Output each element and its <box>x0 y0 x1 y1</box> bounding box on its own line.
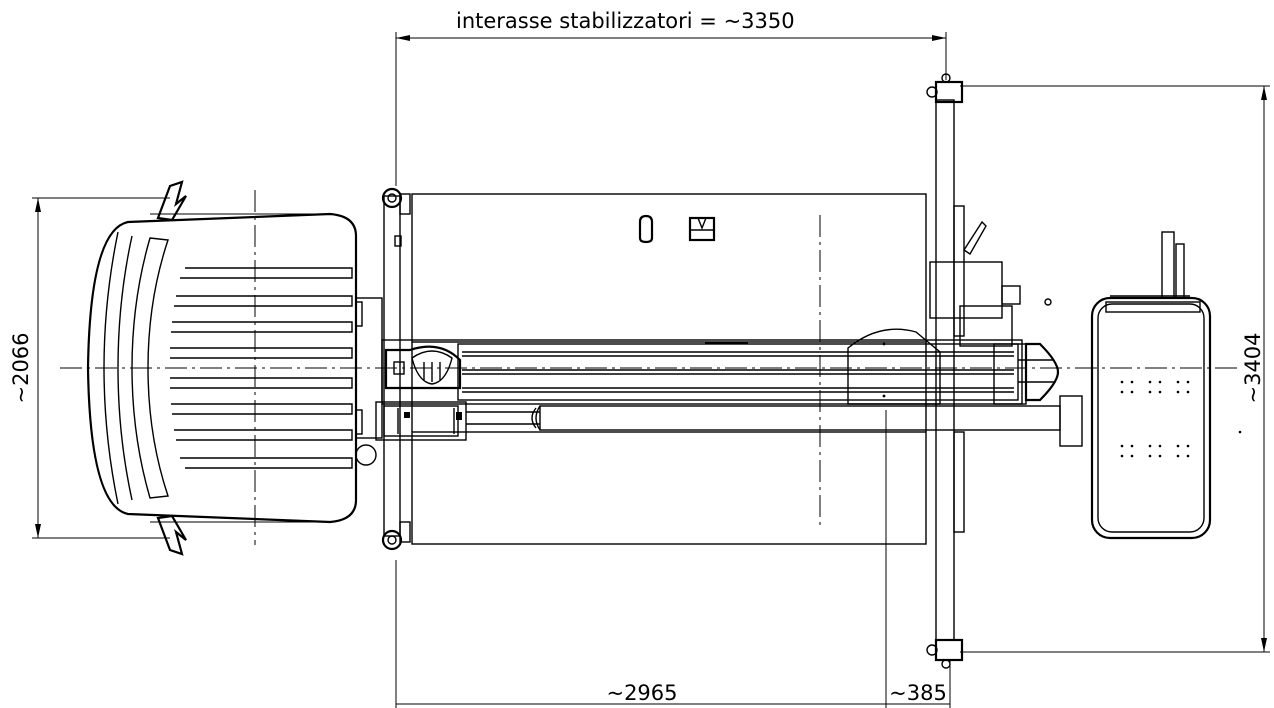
dimension-lines <box>32 32 1270 708</box>
crane-boom <box>381 328 1060 405</box>
center-lines <box>60 190 1240 545</box>
mirror-top-icon <box>156 180 187 222</box>
truck-cab <box>86 180 383 556</box>
lift-cylinder <box>375 395 1083 447</box>
cab-grille <box>170 267 353 469</box>
offset-label: ~385 <box>889 681 947 705</box>
body-length-label: ~2965 <box>606 681 677 705</box>
mirror-bottom-icon <box>156 514 187 556</box>
cargo-body <box>411 193 927 545</box>
rear-outrigger <box>926 73 1052 669</box>
platform-grid <box>1120 380 1242 458</box>
outrigger-span-label: ~3404 <box>1241 332 1265 403</box>
front-outrigger <box>381 187 411 551</box>
outrigger-spacing-label: interasse stabilizzatori = ~3350 <box>456 9 795 33</box>
operator-platform <box>1090 231 1242 540</box>
cab-width-label: ~2066 <box>9 332 33 403</box>
